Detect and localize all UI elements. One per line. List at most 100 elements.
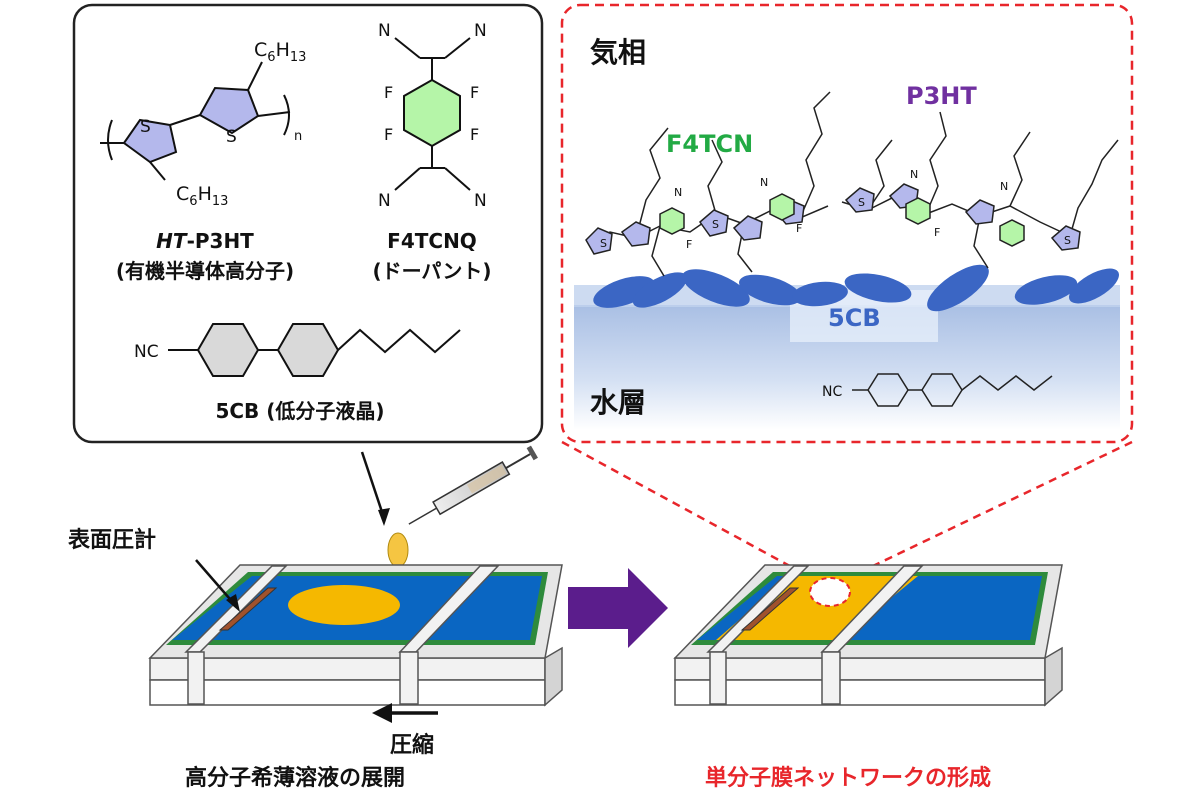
lc-molecule	[739, 274, 801, 306]
fivecb-small-structure	[852, 373, 1053, 407]
trough-base-front	[149, 657, 546, 681]
s-atom-label: S	[600, 237, 607, 250]
p3ht-n-subscript: n	[294, 129, 302, 144]
trough-base-front	[674, 657, 1046, 681]
f4tcnq-cn-top-left	[394, 37, 421, 59]
compress-arrow-head	[372, 703, 392, 723]
p3ht-right-bracket	[283, 94, 290, 136]
p3ht-ring-link	[169, 114, 201, 126]
lc-molecule	[593, 276, 655, 308]
f4tcnq-cn-bottom-right	[444, 167, 471, 191]
lc-molecule	[632, 272, 688, 308]
wilhelmy-plate	[218, 587, 278, 631]
thiophene-unit	[844, 187, 875, 213]
p3ht-alkyl-bond-1	[149, 161, 166, 181]
fivecb-small-nc-label: NC	[822, 384, 842, 400]
legend-to-droplet-arrow	[360, 451, 386, 519]
syringe-plunger-head	[526, 445, 538, 461]
f4tcnq-n-3: N	[378, 191, 391, 211]
compress-label: 圧縮	[390, 732, 434, 758]
spread-solution-spot	[288, 585, 400, 625]
syringe-solution	[467, 464, 507, 494]
f4tcnq-units	[659, 193, 1025, 247]
s-atom-label: S	[712, 218, 719, 231]
alkyl-chain	[707, 139, 723, 215]
f4tcnq-unit	[769, 193, 795, 221]
left-barrier-post	[187, 651, 205, 705]
trough-base-side	[544, 646, 563, 707]
lc-molecule	[682, 269, 750, 307]
f4tcn-label: F4TCN	[666, 130, 753, 158]
syringe	[408, 445, 538, 525]
thiophene-unit	[1050, 225, 1081, 251]
p3ht-right-bond	[257, 111, 291, 117]
n-atom-label: N	[910, 168, 918, 181]
f4tcnq-f-4: F	[470, 125, 479, 144]
alkyl-chain	[635, 127, 669, 239]
zoom-guide-left	[561, 440, 811, 579]
p3ht-name: HT-P3HT	[156, 229, 254, 253]
p3ht-structure	[100, 61, 291, 181]
pressure-gauge-label: 表面圧計	[68, 527, 156, 553]
lc-molecule	[844, 273, 912, 303]
fivecb-nc-label: NC	[134, 342, 159, 362]
syringe-needle	[408, 507, 437, 525]
f4tcnq-cn-top-right	[444, 37, 471, 59]
thiophene-unit	[732, 215, 763, 241]
c6h13-top: C6H13	[254, 39, 306, 65]
molecule-legend-box: S S n C6H13 C6H13 HT-P3HT (有機半導体高分子) N N…	[72, 3, 544, 444]
thiophene-unit	[620, 221, 651, 247]
f4tcnq-structure	[394, 37, 471, 191]
trough-base-lower	[149, 679, 546, 706]
wilhelmy-plate	[740, 587, 800, 631]
alkyl-chain-down	[973, 215, 989, 269]
f4tcnq-f-2: F	[470, 83, 479, 102]
f-atom-label: F	[686, 238, 692, 251]
gas-phase-label: 気相	[590, 36, 646, 69]
zoom-box: 気相 水層 F4TCN P3HT 5CB	[560, 3, 1134, 444]
f-atom-label: F	[796, 222, 802, 235]
alkyl-chain-down	[651, 225, 665, 277]
lc-molecules	[593, 264, 1119, 312]
fivecb-structure	[168, 323, 461, 377]
right-barrier-post	[399, 651, 419, 705]
solution-droplet	[387, 532, 409, 568]
p3ht-left-bracket	[107, 119, 113, 161]
f4tcnq-f-3: F	[384, 125, 393, 144]
alkyl-chain	[925, 111, 947, 215]
p3ht-role: (有機半導体高分子)	[116, 259, 294, 283]
p3ht-backbone-2	[841, 195, 1071, 237]
f4tcnq-role: (ドーパント)	[372, 259, 491, 283]
alkyl-chain	[799, 91, 831, 219]
p3ht-alkyl-bond-2	[247, 61, 263, 91]
right-barrier-post	[821, 651, 841, 705]
gauge-pointer-head	[226, 594, 240, 612]
p3ht-sulfur-1: S	[140, 117, 151, 137]
fivecb-zoom-label: 5CB	[828, 304, 881, 332]
process-arrow	[568, 568, 668, 648]
syringe-plunger	[505, 453, 531, 469]
right-trough	[673, 564, 1063, 707]
zoom-focus-circle	[809, 577, 851, 607]
s-atom-label: S	[858, 196, 865, 209]
p3ht-sulfur-2: S	[226, 127, 237, 147]
right-caption: 単分子膜ネットワークの形成	[705, 765, 991, 791]
f4tcnq-unit	[659, 207, 685, 235]
compressed-film	[716, 576, 918, 640]
thiophene-ring-1	[122, 118, 178, 164]
alkyl-chain	[867, 139, 893, 211]
thiophene-ring-2	[198, 86, 260, 135]
fivecb-small-chain	[961, 375, 1053, 391]
lc-molecule	[1069, 268, 1119, 304]
n-atom-label: N	[760, 176, 768, 189]
f4tcnq-n-4: N	[474, 191, 487, 211]
thiophene-unit	[585, 227, 613, 255]
p3ht-label: P3HT	[906, 82, 977, 110]
alkyl-chain	[1009, 131, 1031, 207]
f4tcnq-name: F4TCNQ	[387, 229, 477, 253]
lc-molecule	[792, 281, 848, 307]
lc-molecule	[1014, 275, 1078, 305]
legend-arrow-head	[378, 508, 390, 526]
f4tcnq-f-1: F	[384, 83, 393, 102]
